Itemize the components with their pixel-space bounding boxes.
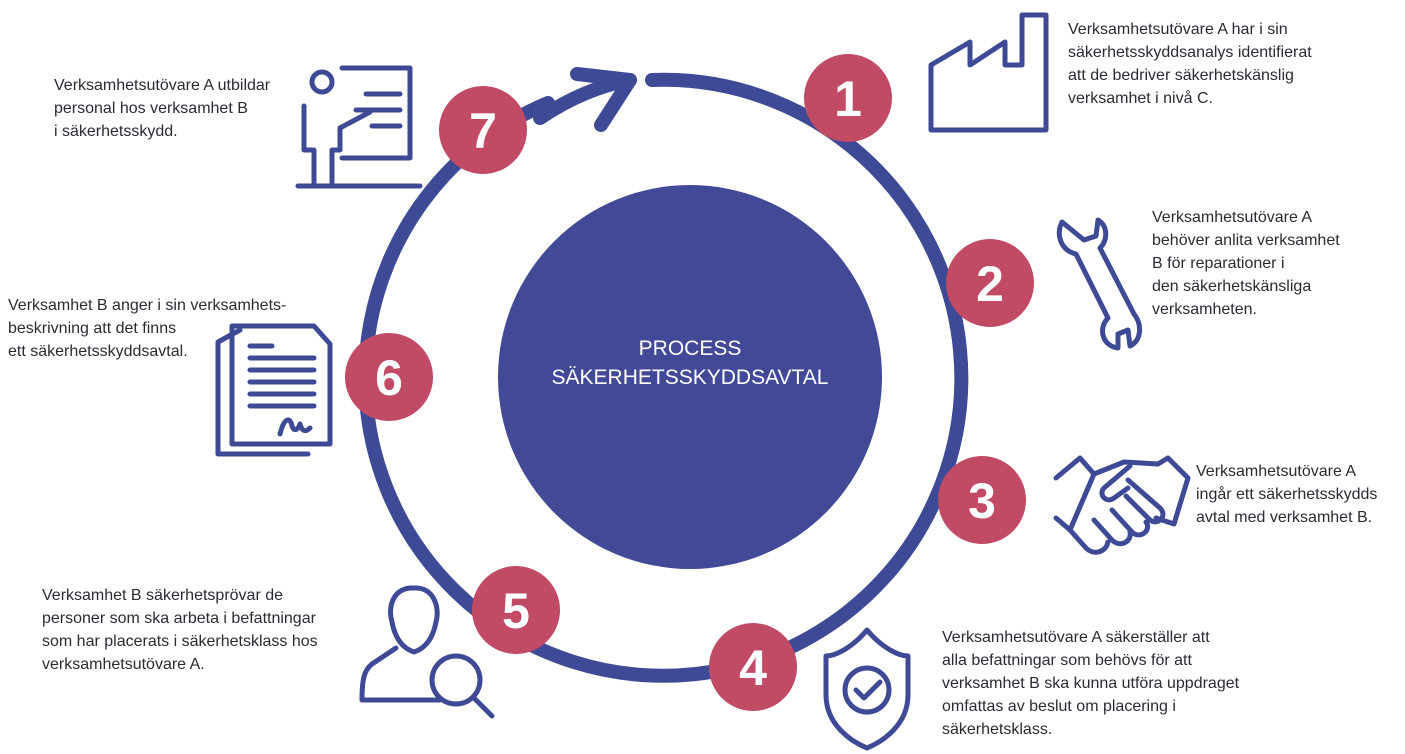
factory-icon xyxy=(928,12,1049,133)
step-badge-1: 1 xyxy=(804,54,892,142)
person-search-icon xyxy=(359,585,495,719)
step-number-3: 3 xyxy=(968,473,996,529)
step-2-description: Verksamhetsutövare A behöver anlita verk… xyxy=(1152,209,1340,318)
step-4-description: Verksamhetsutövare A säkerställer att al… xyxy=(942,629,1240,738)
step-7-description: Verksamhetsutövare A utbildar personal h… xyxy=(54,77,271,140)
document-icon xyxy=(215,323,333,457)
step-6-description: Verksamhet B anger i sin verksamhets- be… xyxy=(8,297,287,360)
step-number-6: 6 xyxy=(375,350,403,406)
step-5-description: Verksamhet B säkerhetsprövar de personer… xyxy=(42,587,318,673)
step-number-7: 7 xyxy=(469,103,497,159)
step-1-description: Verksamhetsutövare A har i sin säkerhets… xyxy=(1068,21,1312,107)
center-circle xyxy=(498,185,882,569)
step-badge-3: 3 xyxy=(938,456,1026,544)
step-number-4: 4 xyxy=(739,640,767,696)
step-number-1: 1 xyxy=(834,71,862,127)
wrench-icon xyxy=(1056,217,1142,351)
step-badge-5: 5 xyxy=(472,566,560,654)
step-badge-4: 4 xyxy=(709,623,797,711)
step-badge-7: 7 xyxy=(439,86,527,174)
step-number-5: 5 xyxy=(502,583,530,639)
step-number-2: 2 xyxy=(976,256,1004,312)
step-badge-6: 6 xyxy=(345,333,433,421)
arrow-icon xyxy=(533,67,637,132)
center-title: PROCESS SÄKERHETSSKYDDSAVTAL xyxy=(551,337,829,389)
presentation-icon xyxy=(295,65,423,189)
step-3-description: Verksamhetsutövare A ingår ett säkerhets… xyxy=(1196,463,1378,526)
shield-check-icon xyxy=(823,627,911,751)
step-badge-2: 2 xyxy=(946,239,1034,327)
handshake-icon xyxy=(1053,455,1191,555)
